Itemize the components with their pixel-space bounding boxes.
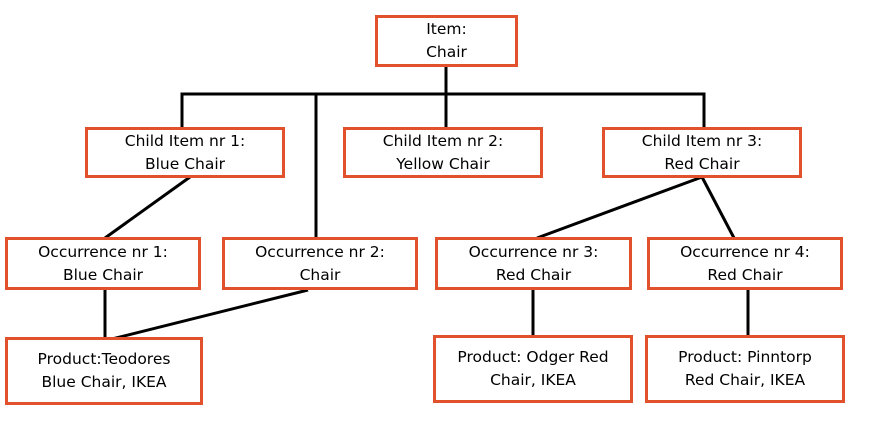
node-label-line2: Chair, IKEA — [490, 371, 576, 389]
node-product-odger: Product: Odger Red Chair, IKEA — [433, 335, 633, 403]
node-label-line2: Blue Chair — [144, 154, 226, 173]
node-child-item-2: Child Item nr 2: Yellow Chair — [343, 127, 543, 178]
node-label-line1: Occurrence nr 3: — [468, 242, 599, 261]
node-label-line2: Red Chair — [707, 265, 783, 284]
connector-child3-to-occurrence3 — [536, 175, 703, 240]
node-label-line2: Blue Chair, IKEA — [41, 373, 167, 391]
node-occurrence-3: Occurrence nr 3: Red Chair — [435, 237, 632, 290]
node-child-item-3: Child Item nr 3: Red Chair — [602, 127, 802, 178]
node-product-teodores: Product:Teodores Blue Chair, IKEA — [5, 337, 203, 405]
node-label-line1: Product: Odger Red — [457, 348, 609, 366]
node-label-line1: Child Item nr 3: — [641, 131, 763, 150]
node-item: Item: Chair — [375, 15, 518, 67]
node-label-line1: Product: Pinntorp — [678, 348, 812, 366]
node-child-item-1: Child Item nr 1: Blue Chair — [85, 127, 285, 178]
node-label-line2: Red Chair, IKEA — [684, 371, 806, 389]
node-label-line1: Item: — [426, 20, 467, 38]
node-label-line1: Product:Teodores — [37, 350, 171, 368]
node-label-line2: Chair — [426, 43, 467, 61]
node-label-line2: Chair — [299, 265, 341, 284]
node-label-line1: Occurrence nr 2: — [255, 242, 385, 261]
node-label-line2: Red Chair — [495, 265, 572, 284]
connector-occurrence2-to-product1 — [107, 288, 309, 342]
node-label-line2: Blue Chair — [62, 265, 144, 284]
node-product-pinntorp: Product: Pinntorp Red Chair, IKEA — [645, 335, 845, 403]
node-label-line1: Child Item nr 2: — [382, 131, 504, 150]
node-occurrence-4: Occurrence nr 4: Red Chair — [647, 237, 843, 290]
connector-child3-to-occurrence4 — [700, 176, 736, 239]
node-label-line2: Yellow Chair — [396, 154, 490, 173]
node-label-line2: Red Chair — [664, 154, 740, 173]
node-label-line1: Child Item nr 1: — [124, 131, 246, 150]
node-occurrence-1: Occurrence nr 1: Blue Chair — [5, 237, 201, 290]
node-label-line1: Occurrence nr 4: — [680, 242, 810, 261]
node-label-line1: Occurrence nr 1: — [38, 242, 168, 261]
node-occurrence-2: Occurrence nr 2: Chair — [222, 237, 418, 290]
connector-child1-to-occurrence1 — [104, 175, 191, 240]
